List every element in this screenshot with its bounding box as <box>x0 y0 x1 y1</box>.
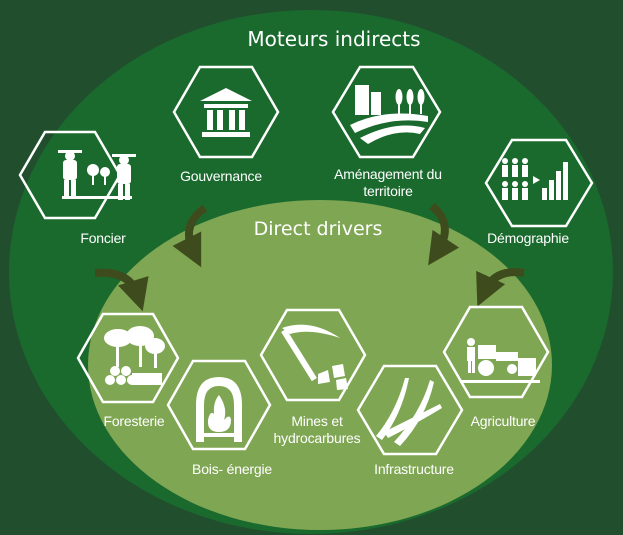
pickaxe-icon <box>281 324 348 390</box>
farmers-land-icon <box>58 150 136 200</box>
direct-drivers-title: Direct drivers <box>253 218 383 240</box>
indirect-drivers-title: Moteurs indirects <box>247 27 421 51</box>
arrow-demographie <box>476 268 525 307</box>
arrow-gouvernance <box>172 204 208 268</box>
label-bois-energie: Bois- énergie <box>192 461 272 477</box>
hexagon-bois-energie <box>166 359 272 451</box>
hexagon-foncier <box>18 130 136 220</box>
road-icon <box>376 378 442 446</box>
label-demographie: Démographie <box>487 230 569 246</box>
hexagon-amenagement <box>331 65 442 159</box>
hexagon-foresterie <box>76 312 180 404</box>
government-building-icon <box>200 88 252 137</box>
inner-ellipse <box>88 200 552 530</box>
label-gouvernance: Gouvernance <box>180 168 262 184</box>
hexagon-infrastructure <box>356 364 464 456</box>
label-infrastructure: Infrastructure <box>374 461 454 477</box>
arrow-foncier <box>94 268 149 312</box>
arrow-amenagement <box>428 202 460 266</box>
label-mines-line1: Mines et <box>291 413 343 429</box>
land-planning-icon <box>350 85 428 144</box>
label-amenagement: Aménagement du territoire <box>334 166 442 200</box>
hexagon-mines <box>259 308 367 402</box>
label-foresterie: Foresterie <box>103 413 165 429</box>
tractor-farming-icon <box>460 338 540 383</box>
hexagon-agriculture <box>442 305 550 399</box>
label-agriculture: Agriculture <box>470 413 536 429</box>
label-foncier: Foncier <box>80 230 126 246</box>
label-mines-line2: hydrocarbures <box>273 430 361 446</box>
label-amenagement-line1: Aménagement du <box>334 166 442 182</box>
firewood-furnace-icon <box>196 377 242 442</box>
forest-logs-icon <box>104 326 165 385</box>
hexagon-gouvernance <box>172 65 280 159</box>
label-amenagement-line2: territoire <box>363 183 413 199</box>
hexagon-demographie <box>484 138 594 228</box>
population-growth-icon <box>502 158 568 200</box>
label-mines: Mines et hydrocarbures <box>274 413 361 447</box>
